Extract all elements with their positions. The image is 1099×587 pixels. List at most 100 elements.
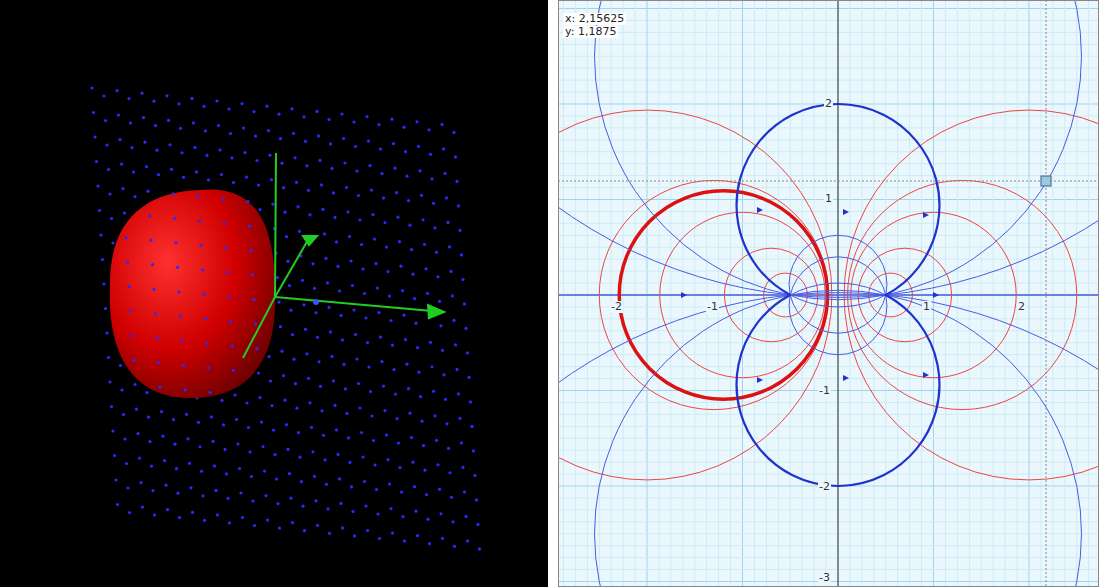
field-dot: [257, 184, 260, 187]
field-dot: [344, 387, 347, 390]
field-dot: [133, 383, 136, 386]
field-dot: [282, 186, 285, 189]
axis-tick-label: 1: [922, 301, 931, 313]
field-dot: [454, 343, 457, 346]
grid-line: [558, 151, 1099, 152]
field-dot: [228, 521, 231, 524]
field-dot: [204, 317, 207, 320]
axis-dot: [313, 299, 319, 305]
field-dot: [373, 463, 376, 466]
field-dot: [311, 262, 314, 265]
field-dot: [277, 113, 280, 116]
field-dot: [475, 498, 478, 501]
coordinate-readout: x: 2,15625: [563, 13, 626, 25]
field-dot: [439, 324, 442, 327]
field-dot: [310, 426, 313, 429]
field-dot: [445, 196, 448, 199]
field-dot: [390, 118, 393, 121]
field-dot: [95, 160, 98, 163]
field-dot: [298, 456, 301, 459]
field-dot: [166, 508, 169, 511]
field-dot: [265, 105, 268, 108]
field-dot: [104, 307, 107, 310]
grid-line: [558, 56, 1099, 57]
field-dot: [360, 431, 363, 434]
field-dot: [130, 334, 133, 337]
field-dot: [395, 191, 398, 194]
field-dot: [140, 92, 143, 95]
grid-line: [1088, 0, 1089, 587]
field-dot: [201, 268, 204, 271]
field-dot: [179, 127, 182, 130]
field-dot: [379, 148, 382, 151]
field-dot: [377, 311, 380, 314]
field-dot: [201, 494, 204, 497]
coordinate-readout: y: 1,1875: [563, 26, 618, 38]
field-dot: [251, 499, 254, 502]
field-dot: [394, 393, 397, 396]
field-dot: [469, 400, 472, 403]
field-dot: [108, 380, 111, 383]
field-dot: [401, 515, 404, 518]
cursor-marker: [1041, 176, 1051, 186]
field-dot: [321, 208, 324, 211]
field-dot: [414, 510, 417, 513]
grid-line: [909, 0, 910, 587]
field-dot: [120, 163, 123, 166]
field-dot: [433, 226, 436, 229]
grid-line: [558, 521, 1099, 522]
field-dot: [291, 333, 294, 336]
field-dot: [92, 111, 95, 114]
field-dot: [360, 243, 363, 246]
field-dot: [280, 350, 283, 353]
field-dot: [157, 173, 160, 176]
field-dot: [93, 135, 96, 138]
field-dot: [453, 545, 456, 548]
field-dot: [353, 534, 356, 537]
field-dot: [444, 398, 447, 401]
field-dot: [343, 161, 346, 164]
cursor-line: [1046, 0, 1047, 587]
field-dot: [452, 131, 455, 134]
field-dot: [195, 170, 198, 173]
field-dot: [267, 355, 270, 358]
field-dot: [328, 532, 331, 535]
field-dot: [398, 466, 401, 469]
field-dot: [250, 475, 253, 478]
field-dot: [316, 524, 319, 527]
field-dot: [249, 249, 252, 252]
field-dot: [217, 124, 220, 127]
field-dot: [305, 164, 308, 167]
field-dot: [215, 99, 218, 102]
field-dot: [345, 412, 348, 415]
field-dot: [316, 336, 319, 339]
flow-arrow: [923, 212, 929, 218]
field-dot: [446, 221, 449, 224]
field-dot: [383, 221, 386, 224]
field-dot: [301, 279, 304, 282]
field-dot: [304, 140, 307, 143]
field-dot: [180, 151, 183, 154]
field-dot: [198, 445, 201, 448]
field-dot: [376, 512, 379, 515]
field-dot: [245, 176, 248, 179]
field-dot: [308, 401, 311, 404]
field-dot: [473, 474, 476, 477]
field-dot: [210, 415, 213, 418]
field-dot: [266, 519, 269, 522]
field-dot: [272, 429, 275, 432]
field-dot: [177, 290, 180, 293]
field-dot: [389, 319, 392, 322]
panel-border: [559, 1, 1099, 587]
field-dot: [102, 94, 105, 97]
field-dot: [352, 120, 355, 123]
axis-tick-label: 2: [1017, 301, 1026, 313]
field-dot: [376, 287, 379, 290]
grid-line: [587, 0, 588, 587]
field-dot: [196, 195, 199, 198]
field-dot: [322, 434, 325, 437]
field-dot: [192, 121, 195, 124]
grid-line: [694, 0, 695, 587]
field-dot: [348, 235, 351, 238]
field-dot: [332, 379, 335, 382]
